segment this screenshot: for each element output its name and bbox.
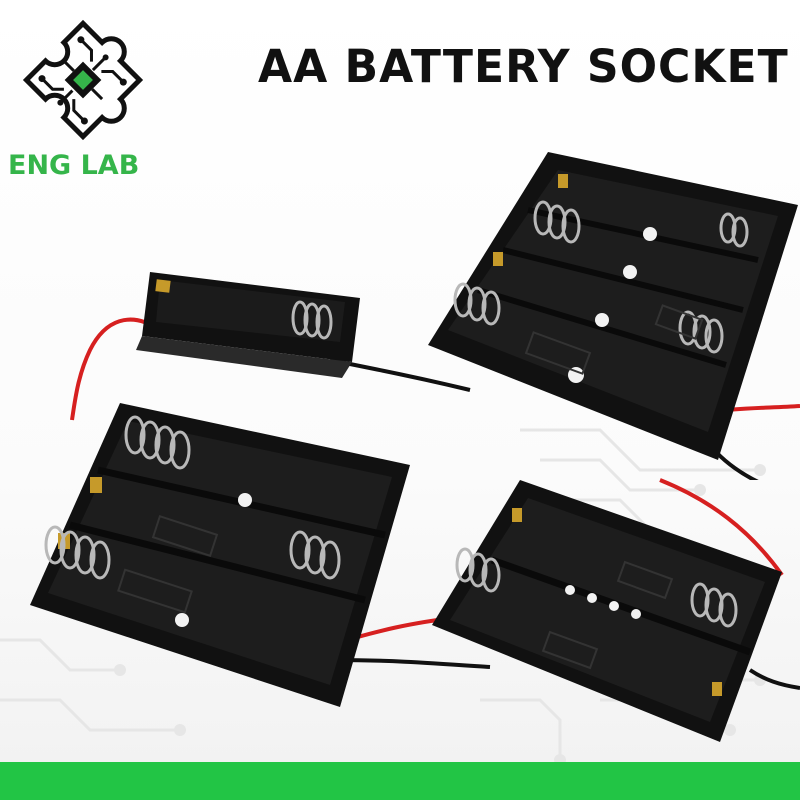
footer-color-bar	[0, 762, 800, 800]
two-cell-holder	[432, 478, 800, 742]
page-title: AA BATTERY SOCKET	[258, 40, 789, 93]
three-cell-holder	[30, 403, 491, 707]
four-cell-holder	[428, 152, 800, 480]
brand-name: ENG LAB	[8, 150, 140, 181]
eng-lab-logo	[22, 19, 144, 141]
single-cell-holder	[70, 272, 471, 421]
